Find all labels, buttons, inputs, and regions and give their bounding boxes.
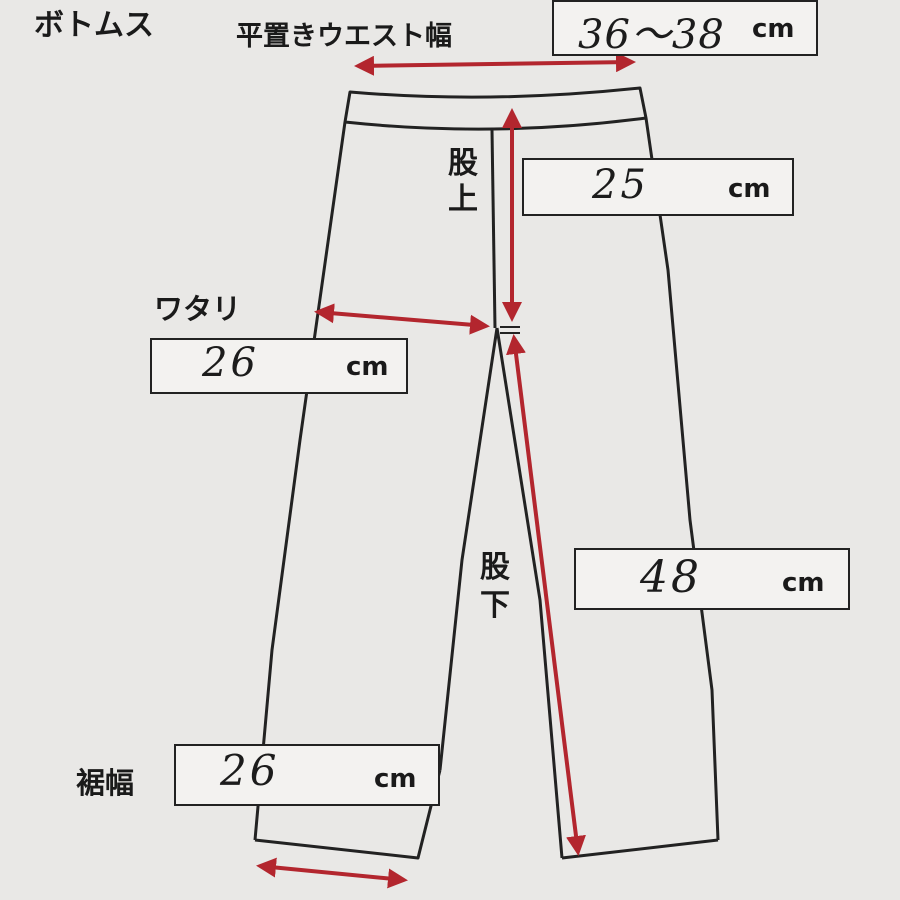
inseam-unit: cm: [782, 568, 825, 598]
thigh-value-box: [150, 338, 408, 394]
thigh-unit: cm: [346, 352, 389, 382]
waist-value-box: [552, 0, 818, 56]
inseam-label-top: 股: [480, 550, 510, 585]
rise-value-box: [522, 158, 794, 216]
waist-unit: cm: [752, 14, 795, 44]
rise-label-bottom: 上: [448, 182, 478, 217]
thigh-arrow: [314, 303, 490, 335]
waist-value: 36～38: [578, 12, 725, 58]
hem-value-box: [174, 744, 440, 806]
inseam-value: 48: [640, 552, 702, 603]
inseam-label-bottom: 下: [480, 588, 510, 623]
thigh-label: ワタリ: [154, 292, 242, 326]
measurement-arrows: [256, 52, 636, 889]
waist-label: 平置きウエスト幅: [236, 21, 452, 52]
inseam-value-box: [574, 548, 850, 610]
hem-label: 裾幅: [76, 766, 135, 800]
crotch-tick: [500, 326, 520, 334]
waist-arrow: [354, 52, 636, 76]
hem-unit: cm: [374, 764, 417, 794]
inseam-arrow: [506, 334, 586, 856]
page-title: ボトムス: [34, 8, 154, 43]
hem-value: 26: [220, 746, 280, 795]
rise-value: 25: [592, 162, 649, 208]
rise-label-top: 股: [448, 146, 478, 181]
rise-unit: cm: [728, 174, 771, 204]
thigh-value: 26: [202, 340, 259, 386]
hem-arrow: [256, 857, 408, 889]
